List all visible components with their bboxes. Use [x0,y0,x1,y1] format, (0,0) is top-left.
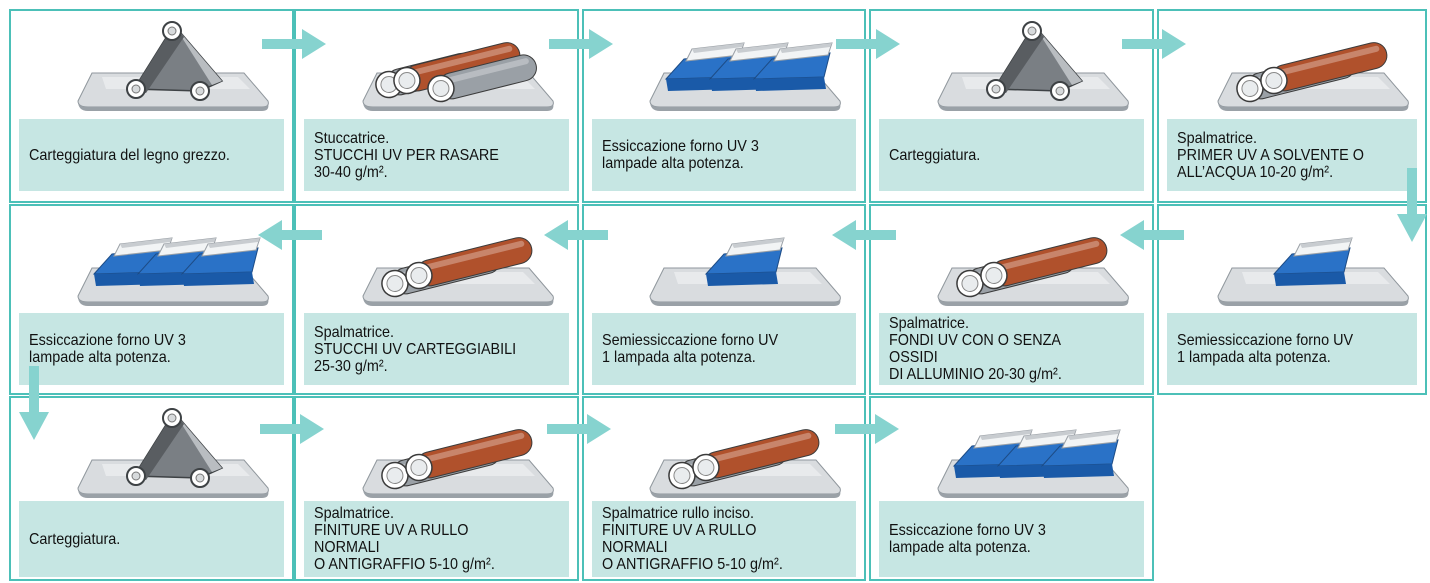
roller-two-icon [1217,42,1409,111]
process-step: Semiessiccazione forno UV 1 lampada alta… [582,204,866,395]
process-step: Spalmatrice. PRIMER UV A SOLVENTE O ALL’… [1157,9,1427,203]
roller-two-icon [362,429,554,498]
step-label: Essiccazione forno UV 3 lampade alta pot… [879,501,1144,577]
flow-arrow-right-icon-0 [262,29,326,59]
step-label: Spalmatrice rullo inciso. FINITURE UV A … [592,501,856,577]
step-label: Stuccatrice. STUCCHI UV PER RASARE 30-40… [304,119,569,191]
roller-two-icon [649,429,841,498]
process-step: Essiccazione forno UV 3 lampade alta pot… [869,396,1154,581]
step-label-text: Spalmatrice. FONDI UV CON O SENZA OSSIDI… [889,315,1062,383]
process-step: Essiccazione forno UV 3 lampade alta pot… [582,9,866,203]
step-label-text: Essiccazione forno UV 3 lampade alta pot… [602,138,759,172]
step-label: Semiessiccazione forno UV 1 lampada alta… [1167,313,1417,385]
process-step: Spalmatrice. FINITURE UV A RULLO NORMALI… [294,396,579,581]
flow-arrow-right-icon-3 [1122,29,1186,59]
roller-three-icon [362,42,554,111]
uv-oven-3-icon [77,237,269,306]
sander-icon [77,408,269,498]
flow-arrow-right-icon-2 [836,29,900,59]
flow-arrow-left-icon-0 [1120,220,1184,250]
flow-arrow-left-icon-1 [832,220,896,250]
process-step: Carteggiatura. [9,396,294,581]
process-step: Spalmatrice. FONDI UV CON O SENZA OSSIDI… [869,204,1154,395]
step-label: Spalmatrice. FINITURE UV A RULLO NORMALI… [304,501,569,577]
flow-arrow-down-icon-0 [1397,168,1427,242]
flow-arrow-right-icon-5 [547,414,611,444]
process-step: Spalmatrice rullo inciso. FINITURE UV A … [582,396,866,581]
uv-oven-1-icon [649,237,841,306]
step-label: Spalmatrice. STUCCHI UV CARTEGGIABILI 25… [304,313,569,385]
flow-arrow-left-icon-2 [544,220,608,250]
process-step: Carteggiatura. [869,9,1154,203]
uv-oven-3-icon [649,42,841,111]
step-label-text: Carteggiatura. [29,530,121,548]
sander-icon [77,21,269,111]
step-label-text: Carteggiatura del legno grezzo. [29,146,230,164]
roller-two-icon [362,237,554,306]
process-step: Essiccazione forno UV 3 lampade alta pot… [9,204,294,395]
step-label-text: Carteggiatura. [889,146,981,164]
flow-arrow-right-icon-4 [260,414,324,444]
step-label: Semiessiccazione forno UV 1 lampada alta… [592,313,856,385]
step-label-text: Spalmatrice rullo inciso. FINITURE UV A … [602,505,783,573]
step-label: Carteggiatura. [879,119,1144,191]
process-step: Stuccatrice. STUCCHI UV PER RASARE 30-40… [294,9,579,203]
process-step: Carteggiatura del legno grezzo. [9,9,294,203]
step-label-text: Essiccazione forno UV 3 lampade alta pot… [889,522,1046,556]
step-label: Essiccazione forno UV 3 lampade alta pot… [19,313,284,385]
step-label-text: Semiessiccazione forno UV 1 lampada alta… [602,332,779,366]
flow-arrow-right-icon-6 [835,414,899,444]
step-label: Spalmatrice. PRIMER UV A SOLVENTE O ALL’… [1167,119,1417,191]
step-label: Essiccazione forno UV 3 lampade alta pot… [592,119,856,191]
step-label-text: Spalmatrice. STUCCHI UV CARTEGGIABILI 25… [314,323,517,375]
step-label-text: Spalmatrice. PRIMER UV A SOLVENTE O ALL’… [1177,129,1364,181]
step-label-text: Spalmatrice. FINITURE UV A RULLO NORMALI… [314,505,495,573]
step-label: Carteggiatura. [19,501,284,577]
flow-arrow-right-icon-1 [549,29,613,59]
step-label: Spalmatrice. FONDI UV CON O SENZA OSSIDI… [879,313,1144,385]
roller-two-icon [937,237,1129,306]
step-label-text: Semiessiccazione forno UV 1 lampada alta… [1177,332,1354,366]
process-step: Spalmatrice. STUCCHI UV CARTEGGIABILI 25… [294,204,579,395]
uv-oven-3-icon [937,429,1129,498]
sander-icon [937,21,1129,111]
process-step: Semiessiccazione forno UV 1 lampada alta… [1157,204,1427,395]
flow-arrow-left-icon-3 [258,220,322,250]
step-label: Carteggiatura del legno grezzo. [19,119,284,191]
flow-arrow-down-icon-1 [19,366,49,440]
uv-oven-1-icon [1217,237,1409,306]
step-label-text: Essiccazione forno UV 3 lampade alta pot… [29,332,186,366]
step-label-text: Stuccatrice. STUCCHI UV PER RASARE 30-40… [314,129,499,181]
